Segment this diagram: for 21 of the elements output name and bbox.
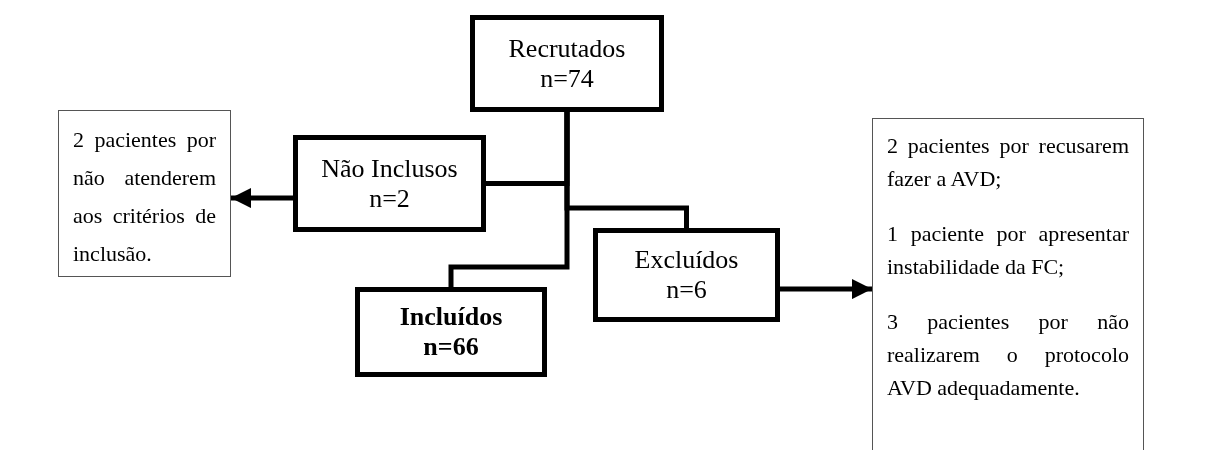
process-box <box>355 287 547 377</box>
arrow <box>780 279 872 300</box>
node-label: n=74 <box>540 63 594 94</box>
node-label: n=6 <box>666 275 707 305</box>
arrow <box>231 188 293 209</box>
note-text: 3 pacientes por não realizarem o protocolo AVD adequadamente. <box>887 308 1129 402</box>
process-box <box>293 135 486 232</box>
connector-line <box>448 112 570 287</box>
node-label: n=2 <box>369 183 410 214</box>
note-box <box>58 110 231 277</box>
node-label: n=66 <box>423 332 479 362</box>
note-text: 2 pacientes por recusarem fazer a AVD; <box>887 132 1129 193</box>
node-label: Não Inclusos <box>321 153 458 184</box>
process-box <box>593 228 780 322</box>
note-text: 1 paciente por apresentar instabilidade da FC; <box>887 220 1129 281</box>
process-box <box>470 15 664 112</box>
node-label: Incluídos <box>399 302 503 332</box>
node-label: Excluídos <box>634 245 739 275</box>
note-text: 2 pacientes por não atenderem aos critérios de inclusão. <box>73 126 216 268</box>
node-label: Recrutados <box>508 33 626 64</box>
note-box <box>872 118 1144 450</box>
